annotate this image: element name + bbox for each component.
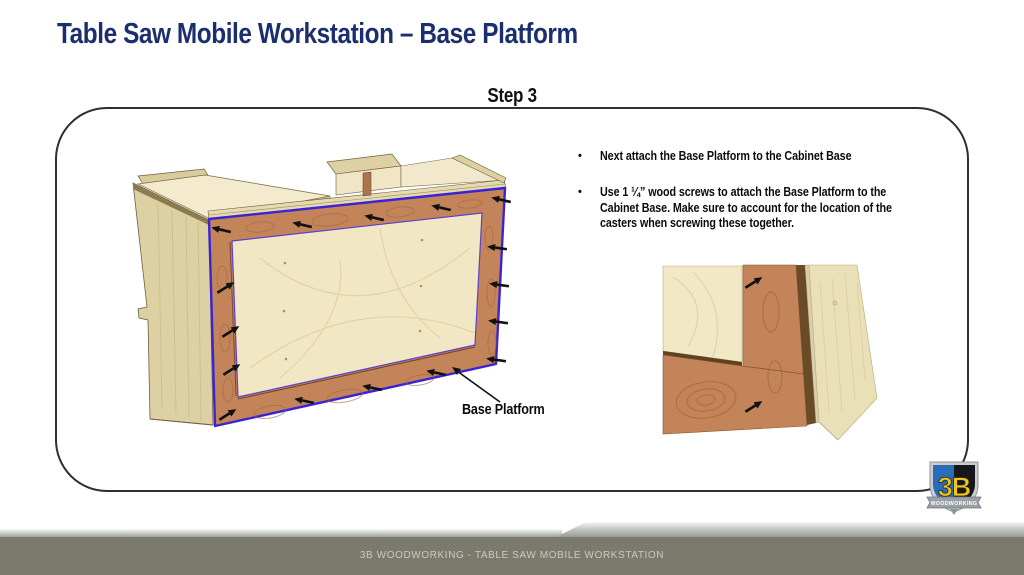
step-heading-wrap: Step 3 (0, 85, 1024, 108)
bullet-marker: • (578, 150, 582, 162)
step-heading: Step 3 (487, 85, 537, 107)
footer-text: 3B WOODWORKING - TABLE SAW MOBILE WORKST… (359, 550, 665, 561)
logo-subtitle: WOODWORKING (931, 501, 978, 507)
logo-ribbon (926, 496, 982, 509)
footer-accent-strip-right (556, 522, 1024, 537)
base-platform-face (207, 186, 507, 428)
bullet-item: • Use 1 ¼” wood screws to attach the Bas… (578, 185, 970, 231)
instruction-bullet-list: • Next attach the Base Platform to the C… (578, 149, 970, 252)
bullet-marker: • (578, 186, 582, 199)
logo-pendant (950, 509, 958, 515)
3b-woodworking-logo: 3B WOODWORKING (926, 461, 982, 515)
footer-accent-strip-left (0, 529, 562, 537)
bullet-text: Next attach the Base Platform to the Cab… (600, 149, 852, 163)
bullet-text: Use 1 ¼” wood screws to attach the Base … (600, 185, 892, 230)
callout-arrow (452, 367, 501, 403)
base-platform-callout-label: Base Platform (462, 401, 545, 418)
cabinet-base-shape (132, 153, 507, 426)
assembly-diagram-image (132, 153, 513, 428)
bullet-item: • Next attach the Base Platform to the C… (578, 149, 970, 164)
page-title: Table Saw Mobile Workstation – Base Plat… (57, 18, 578, 50)
footer-bar: 3B WOODWORKING - TABLE SAW MOBILE WORKST… (0, 537, 1024, 575)
corner-detail-image (662, 264, 878, 441)
